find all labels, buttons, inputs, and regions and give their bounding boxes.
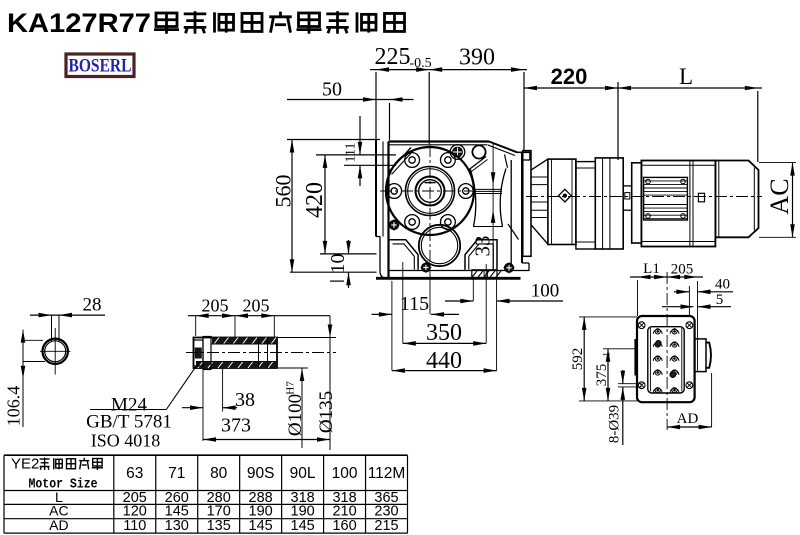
svg-text:160: 160 [332,518,356,534]
svg-text:BOSERL: BOSERL [69,57,132,77]
svg-text:AC: AC [765,178,794,214]
svg-text:120: 120 [123,504,147,520]
svg-text:205: 205 [671,262,694,278]
svg-text:145: 145 [291,518,315,534]
svg-text:L: L [55,489,63,505]
svg-text:Motor Size: Motor Size [29,477,98,493]
svg-text:205: 205 [202,296,229,316]
svg-text:71: 71 [168,465,185,482]
svg-text:215: 215 [374,518,398,534]
svg-text:170: 170 [207,504,231,520]
svg-text:KA127R77: KA127R77 [7,8,151,38]
svg-text:28: 28 [83,295,102,316]
svg-text:106.4: 106.4 [4,386,24,427]
svg-text:Ø100: Ø100 [285,394,306,436]
svg-text:YE2: YE2 [11,456,39,473]
svg-text:260: 260 [165,490,189,506]
svg-text:440: 440 [426,348,462,374]
svg-text:ISO 4018: ISO 4018 [91,431,161,451]
svg-text:190: 190 [249,504,273,520]
svg-text:63: 63 [126,465,143,482]
svg-text:210: 210 [332,504,356,520]
svg-text:100: 100 [531,281,560,302]
svg-text:390: 390 [459,45,495,71]
svg-text:-1: -1 [603,352,613,360]
svg-text:8-Ø39: 8-Ø39 [607,405,623,443]
svg-text:365: 365 [374,490,398,506]
svg-text:190: 190 [291,504,315,520]
svg-text:38: 38 [235,389,255,411]
svg-text:L: L [679,64,693,89]
svg-text:288: 288 [249,490,273,506]
svg-text:135: 135 [207,518,231,534]
svg-text:10: 10 [327,254,349,274]
svg-text:100: 100 [332,465,358,482]
svg-text:130: 130 [165,518,189,534]
svg-text:373: 373 [221,415,251,437]
svg-text:111: 111 [344,143,359,163]
svg-text:592: 592 [570,348,586,371]
svg-text:318: 318 [332,490,356,506]
svg-text:5: 5 [716,292,724,308]
svg-text:225: 225 [375,44,411,70]
svg-text:560: 560 [271,175,296,208]
svg-text:375: 375 [594,364,610,387]
svg-text:205: 205 [243,296,270,316]
svg-text:350: 350 [426,320,462,346]
svg-text:90L: 90L [290,465,316,482]
svg-text:145: 145 [165,504,189,520]
svg-text:AD: AD [49,517,68,533]
svg-text:318: 318 [291,490,315,506]
svg-text:H7: H7 [285,381,297,395]
svg-text:L1: L1 [643,261,660,277]
svg-text:145: 145 [249,518,273,534]
svg-text:90S: 90S [247,465,275,482]
svg-text:33: 33 [471,236,495,257]
svg-text:280: 280 [207,490,231,506]
svg-text:230: 230 [374,504,398,520]
svg-text:50: 50 [322,79,342,101]
svg-text:M24: M24 [111,395,147,416]
svg-text:GB/T 5781: GB/T 5781 [86,412,172,433]
svg-text:Ø135: Ø135 [316,391,337,433]
svg-text:AD: AD [677,411,699,427]
svg-text:AC: AC [49,503,68,519]
svg-text:205: 205 [123,490,147,506]
svg-text:115: 115 [400,293,429,315]
svg-text:220: 220 [551,64,588,89]
svg-text:80: 80 [210,465,228,482]
svg-text:112M: 112M [368,465,406,482]
svg-text:-0.5: -0.5 [410,56,432,71]
svg-text:110: 110 [123,518,146,534]
svg-text:40: 40 [715,277,730,293]
svg-text:420: 420 [302,182,328,218]
